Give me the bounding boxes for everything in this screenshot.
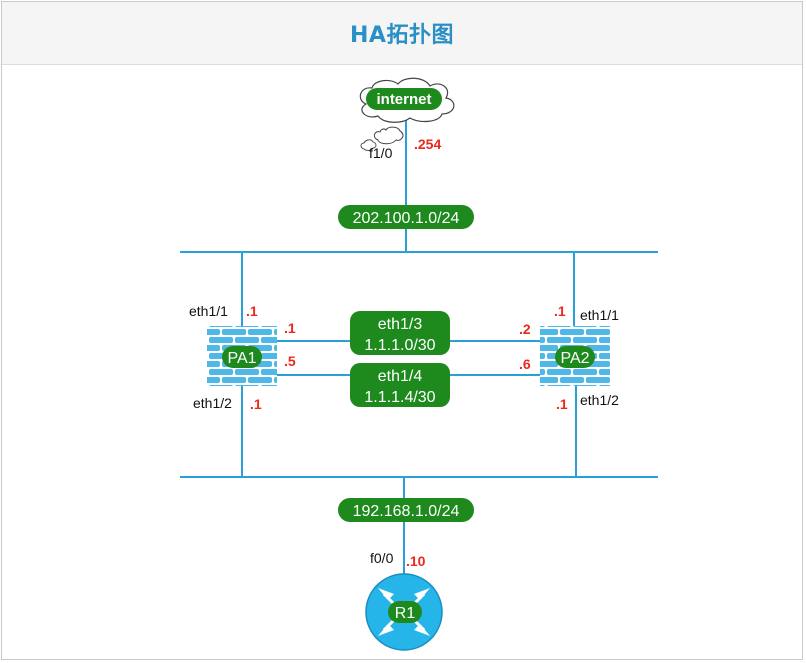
pa1-eth1-2-ip: .1 (250, 396, 262, 412)
ha1-subnet-label: 1.1.1.0/30 (364, 337, 435, 354)
internet-label: internet (376, 91, 431, 108)
r1-label: R1 (395, 605, 416, 622)
pa1-eth1-1-label: eth1/1 (189, 303, 228, 319)
pa2-firewall: PA2 (540, 326, 610, 386)
lan-subnet-pill (338, 498, 474, 522)
lan-subnet-label: 192.168.1.0/24 (353, 503, 460, 520)
pa2-eth1-3-ip: .2 (519, 321, 531, 337)
pa1-eth1-2-label: eth1/2 (193, 395, 232, 411)
wan-subnet-label: 202.100.1.0/24 (353, 210, 460, 227)
pa2-eth1-2-ip: .1 (556, 396, 568, 412)
ha1-port-label: eth1/3 (378, 316, 423, 333)
pa2-eth1-1-ip: .1 (554, 303, 566, 319)
page-title: HA拓扑图 (350, 23, 454, 48)
pa2-label: PA2 (560, 350, 589, 367)
pa2-eth1-2-label: eth1/2 (580, 392, 619, 408)
r1-pill (388, 601, 422, 623)
ha2-port-label: eth1/4 (378, 368, 423, 385)
wan-subnet-pill (338, 205, 474, 229)
r1-port-label: f0/0 (370, 550, 394, 566)
internet-ip-label: .254 (414, 136, 441, 152)
pa1-firewall: PA1 (207, 326, 277, 386)
ha2-pill (350, 363, 450, 407)
internet-pill (366, 88, 442, 110)
pa1-eth1-3-ip: .1 (284, 320, 296, 336)
pa1-label: PA1 (227, 350, 256, 367)
r1-ip-label: .10 (406, 553, 426, 569)
pa1-eth1-4-ip: .5 (284, 353, 296, 369)
ha1-pill (350, 311, 450, 355)
pa2-eth1-4-ip: .6 (519, 356, 531, 372)
pa1-eth1-1-ip: .1 (246, 303, 258, 319)
header: HA拓扑图 (2, 2, 802, 65)
pa2-pill (555, 346, 595, 368)
links (180, 118, 658, 592)
pa1-pill (222, 346, 262, 368)
internet-port-label: f1/0 (369, 145, 393, 161)
ha2-subnet-label: 1.1.1.4/30 (364, 389, 435, 406)
pa2-eth1-1-label: eth1/1 (580, 307, 619, 323)
